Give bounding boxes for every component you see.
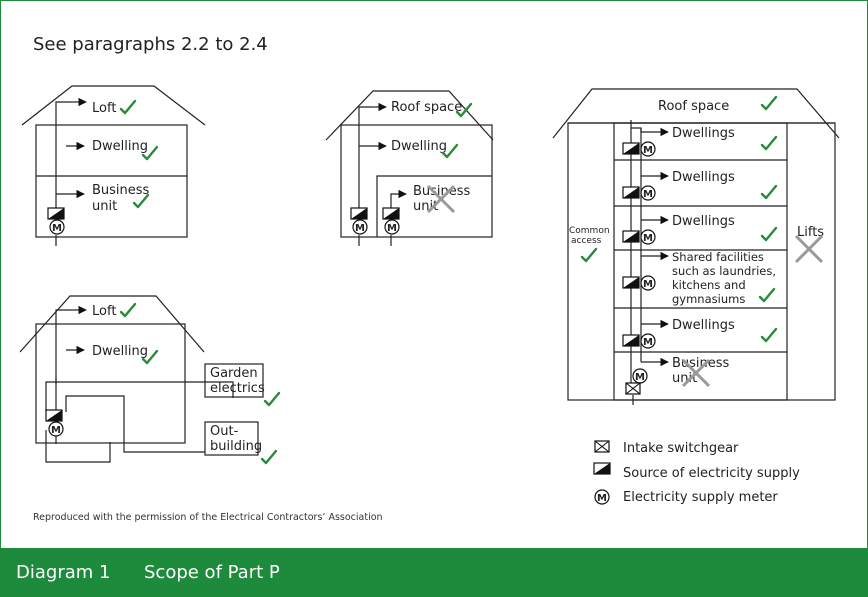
check-icon bbox=[758, 287, 776, 303]
house-3 bbox=[19, 295, 264, 463]
diagram-title: Scope of Part P bbox=[144, 562, 280, 583]
check-icon bbox=[760, 226, 778, 242]
h1-loft-label: Loft bbox=[92, 101, 116, 116]
legend-meter-label: Electricity supply meter bbox=[623, 490, 778, 505]
diagram-number: Diagram 1 bbox=[16, 562, 111, 583]
legend-intake-label: Intake switchgear bbox=[623, 441, 739, 456]
caption-bar: Diagram 1 Scope of Part P bbox=[0, 548, 868, 597]
h3-dwelling-label: Dwelling bbox=[92, 344, 148, 359]
svg-text:M: M bbox=[52, 223, 62, 234]
check-icon bbox=[760, 95, 778, 111]
h2-business-label-1: Business bbox=[413, 184, 471, 199]
block-shared-label-1: Shared facilities bbox=[672, 250, 764, 264]
svg-text:M: M bbox=[643, 145, 653, 156]
block-business-label-1: Business bbox=[672, 356, 730, 371]
h3-loft-label: Loft bbox=[92, 304, 116, 319]
h3-garden-label-2: electrics bbox=[210, 381, 265, 396]
block-common-label-2: access bbox=[571, 236, 602, 246]
svg-text:M: M bbox=[643, 337, 653, 348]
svg-text:M: M bbox=[597, 493, 607, 504]
h1-business-label-2: unit bbox=[92, 199, 117, 214]
h3-outbuilding-label-2: building bbox=[210, 439, 262, 454]
legend: Intake switchgear Source of electricity … bbox=[623, 441, 800, 505]
house-2 bbox=[325, 90, 494, 246]
h1-business-label-1: Business bbox=[92, 183, 150, 198]
block-roof-label: Roof space bbox=[658, 99, 729, 114]
svg-text:M: M bbox=[355, 223, 365, 234]
block-lifts-label: Lifts bbox=[797, 225, 824, 240]
block-shared-label-4: gymnasiums bbox=[672, 292, 745, 306]
subtitle: See paragraphs 2.2 to 2.4 bbox=[33, 34, 268, 55]
svg-text:M: M bbox=[635, 372, 645, 383]
check-icon bbox=[580, 247, 598, 263]
h2-business-label-2: unit bbox=[413, 199, 438, 214]
h3-outbuilding-label-1: Out- bbox=[210, 424, 239, 439]
check-icon bbox=[119, 99, 137, 115]
block-shared-label-3: kitchens and bbox=[672, 278, 746, 292]
scope-diagram: M M M M M M M M M M M Loft Dwelling Busi… bbox=[19, 85, 840, 505]
check-icon bbox=[760, 184, 778, 200]
check-icon bbox=[760, 327, 778, 343]
svg-text:M: M bbox=[643, 279, 653, 290]
house-1 bbox=[21, 85, 206, 246]
block-business-label-2: unit bbox=[672, 371, 697, 386]
legend-source-label: Source of electricity supply bbox=[623, 466, 800, 481]
svg-text:M: M bbox=[643, 189, 653, 200]
svg-text:M: M bbox=[643, 233, 653, 244]
check-icon bbox=[263, 391, 281, 407]
block-dwellings-label-4: Dwellings bbox=[672, 318, 735, 333]
h2-roof-label: Roof space bbox=[391, 100, 462, 115]
block-dwellings-label-2: Dwellings bbox=[672, 170, 735, 185]
check-icon bbox=[760, 135, 778, 151]
block-dwellings-label-1: Dwellings bbox=[672, 126, 735, 141]
block-common-label-1: Common bbox=[569, 226, 610, 236]
credit-note: Reproduced with the permission of the El… bbox=[33, 512, 383, 523]
apartment-block bbox=[552, 88, 840, 405]
check-icon bbox=[119, 302, 137, 318]
block-shared-label-2: such as laundries, bbox=[672, 264, 776, 278]
svg-text:M: M bbox=[387, 223, 397, 234]
h3-garden-label-1: Garden bbox=[210, 366, 258, 381]
h2-dwelling-label: Dwelling bbox=[391, 139, 447, 154]
svg-text:M: M bbox=[51, 425, 61, 436]
h1-dwelling-label: Dwelling bbox=[92, 139, 148, 154]
meter-letters: M M M M M M M M M M M bbox=[51, 145, 653, 504]
check-icon bbox=[260, 449, 278, 465]
block-dwellings-label-3: Dwellings bbox=[672, 214, 735, 229]
